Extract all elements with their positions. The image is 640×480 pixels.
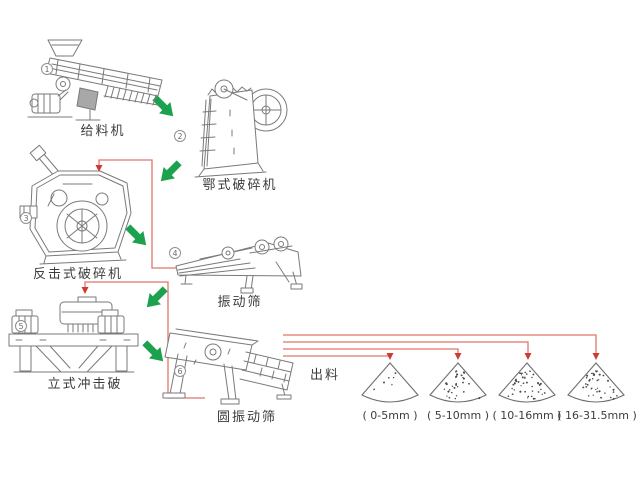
discharge-line-pile4 [283,334,600,360]
pile-size-label-3: ( 10-16mm ) [492,409,562,422]
flow-arrow-4-icon [146,286,168,308]
return-line-screen4-to-impact-crusher [95,159,177,269]
discharge-line-pile2 [283,348,462,360]
feeder-illustration [27,39,163,121]
pile-cone-2 [429,362,487,403]
discharge-line-pile1 [283,353,394,360]
stage-number-2: 2 [174,130,186,142]
flow-arrow-1-icon [152,95,174,117]
label-vsi-crusher: 立式冲击破 [47,377,123,392]
label-circular-screen: 圆振动筛 [216,410,278,425]
vsi-crusher-illustration [8,296,139,373]
label-impact-crusher: 反击式破碎机 [32,267,124,282]
pile-cone-4 [567,362,625,403]
label-feeder: 给料机 [80,124,126,139]
pile-size-label-4: ( 16-31.5mm ) [557,409,637,422]
discharge-line-pile3 [283,341,532,360]
label-vibrating-screen: 振动筛 [217,295,263,310]
flow-arrow-3-icon [125,224,147,246]
stage-number-5: 5 [15,320,27,332]
circular-screen-illustration [162,328,294,405]
label-discharge: 出料 [309,368,341,383]
stage-number-6: 6 [174,365,186,377]
pile-cone-1 [361,362,419,403]
pile-size-label-2: ( 5-10mm ) [427,409,489,422]
pile-cone-3 [498,362,556,403]
jaw-crusher-illustration [194,79,288,178]
stage-number-3: 3 [20,212,32,224]
stage-number-4: 4 [169,247,181,259]
vibrating-screen-illustration [175,236,303,294]
flow-arrow-5-icon [142,340,164,362]
stage-number-1: 1 [41,63,53,75]
impact-crusher-illustration [19,144,132,265]
flow-arrow-2-icon [160,160,182,182]
pile-size-label-1: ( 0-5mm ) [362,409,418,422]
label-jaw-crusher: 鄂式破碎机 [202,178,278,193]
